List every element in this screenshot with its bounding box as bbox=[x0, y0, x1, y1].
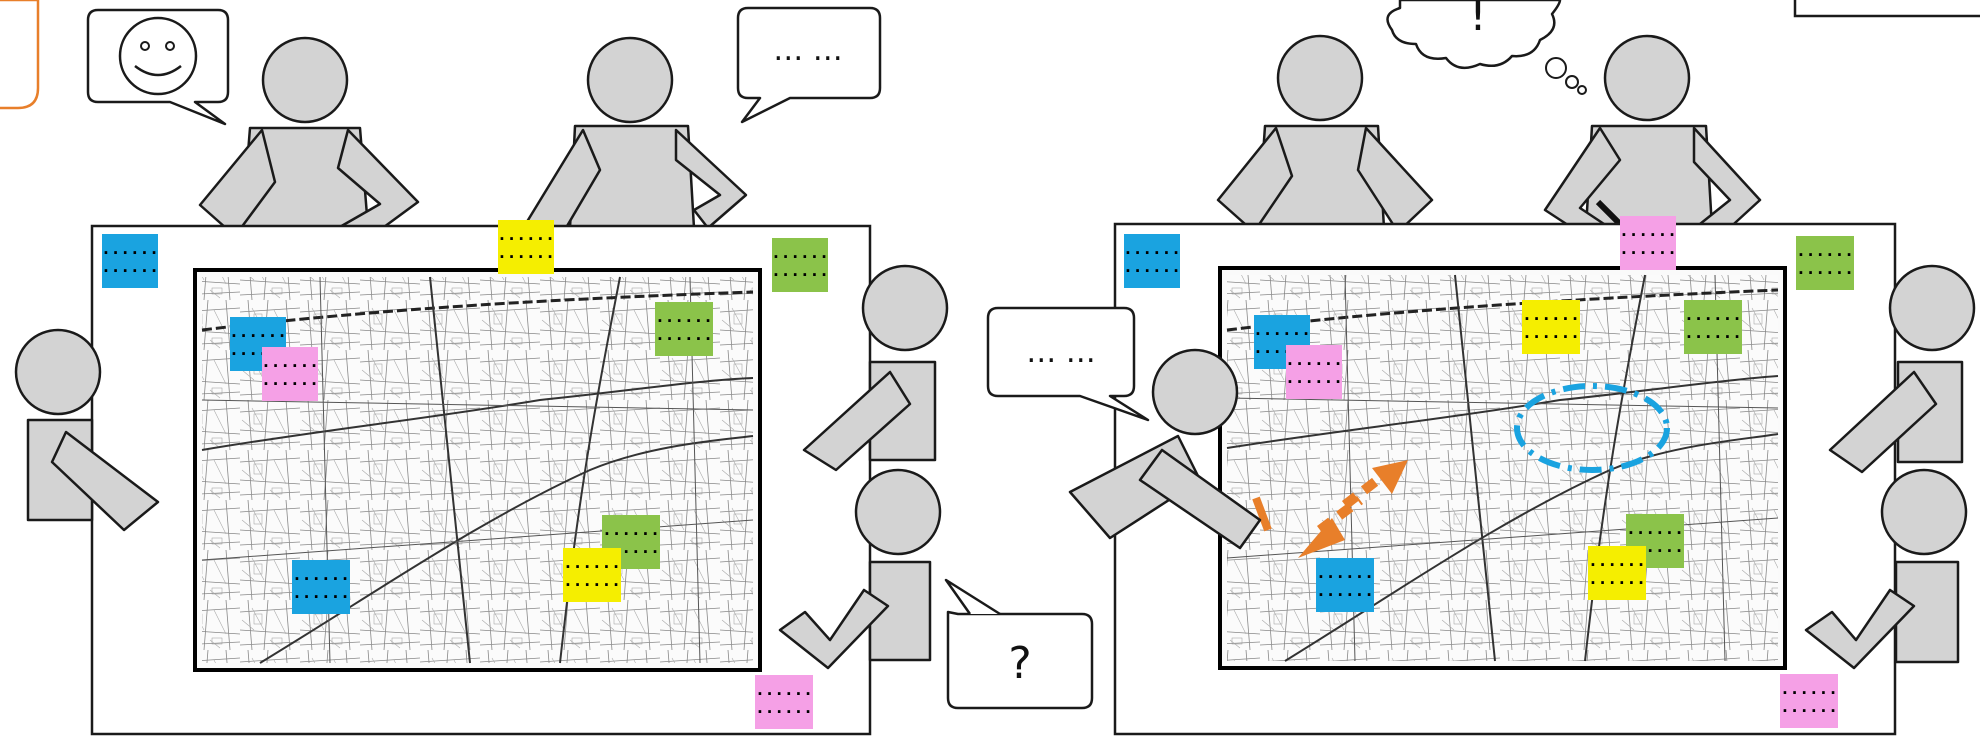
svg-text:······: ······ bbox=[1684, 327, 1742, 346]
svg-text:······: ······ bbox=[1285, 354, 1343, 373]
svg-text:······: ······ bbox=[1780, 701, 1838, 720]
person-top-left bbox=[1216, 34, 1434, 234]
svg-text:······: ······ bbox=[1285, 372, 1343, 391]
sticky-note-blue: ······ ······ bbox=[1316, 558, 1374, 612]
sticky-note-pink: ······ ······ bbox=[1780, 674, 1838, 728]
svg-text:······: ······ bbox=[229, 326, 287, 345]
svg-text:······: ······ bbox=[497, 247, 555, 266]
sticky-note-pink: ······ ······ bbox=[755, 675, 813, 729]
svg-text:······: ······ bbox=[261, 374, 319, 393]
speech-bubble-dots-left: … … bbox=[986, 306, 1150, 422]
sticky-note-pink: ······ ······ bbox=[1619, 216, 1677, 270]
bubble-text-dots: … … bbox=[773, 33, 843, 68]
person-right-upper bbox=[802, 264, 949, 472]
sticky-note-yellow: ······ ······ bbox=[497, 220, 555, 274]
svg-text:······: ······ bbox=[655, 329, 713, 348]
person-right-lower bbox=[1804, 468, 1968, 670]
sticky-note-pink: ······ ······ bbox=[1285, 345, 1343, 399]
thought-bubble: ! bbox=[1386, 0, 1587, 95]
sticky-note-blue: ······ ······ bbox=[292, 560, 350, 614]
sticky-note-yellow: ······ ······ bbox=[1588, 546, 1646, 600]
svg-text:······: ······ bbox=[563, 557, 621, 576]
person-left-pointing bbox=[1068, 348, 1262, 550]
svg-text:······: ······ bbox=[1588, 555, 1646, 574]
sticky-notes-panel-2: ······ ······ ······ ······ ······ ·····… bbox=[1123, 216, 1854, 728]
svg-text:······: ······ bbox=[1796, 245, 1854, 264]
svg-text:······: ······ bbox=[292, 587, 350, 606]
svg-text:······: ······ bbox=[563, 575, 621, 594]
svg-text:······: ······ bbox=[1619, 243, 1677, 262]
person-right-upper bbox=[1828, 264, 1976, 474]
panel-after: ! bbox=[986, 0, 1976, 736]
person-top-right bbox=[1543, 34, 1762, 248]
bubble-text-exclaim: ! bbox=[1469, 0, 1487, 41]
orange-frame-edge bbox=[0, 0, 40, 110]
svg-text:······: ······ bbox=[771, 247, 829, 266]
svg-text:······: ······ bbox=[755, 684, 813, 703]
svg-text:······: ······ bbox=[1626, 523, 1684, 542]
sticky-note-pink: ······ ······ bbox=[261, 347, 319, 401]
svg-text:······: ······ bbox=[1522, 327, 1580, 346]
sticky-note-green: ······ ······ bbox=[1796, 236, 1854, 290]
arrow-head-up bbox=[1372, 460, 1408, 494]
sticky-note-blue: ······ ······ bbox=[101, 234, 159, 288]
city-map-1 bbox=[193, 268, 762, 672]
panel-before: ······ ······ ······ ······ ······ ·····… bbox=[14, 6, 1094, 736]
svg-text:······: ······ bbox=[1796, 263, 1854, 282]
sticky-note-blue: ······ ······ bbox=[1123, 234, 1181, 288]
svg-text:······: ······ bbox=[1316, 585, 1374, 604]
bubble-text-question: ? bbox=[1008, 638, 1031, 689]
svg-text:······: ······ bbox=[1684, 309, 1742, 328]
svg-text:······: ······ bbox=[292, 569, 350, 588]
smiley-icon bbox=[118, 16, 198, 96]
svg-text:······: ······ bbox=[1123, 243, 1181, 262]
speech-bubble-question: ? bbox=[944, 578, 1094, 710]
person-right-lower bbox=[778, 468, 942, 670]
sticky-note-green: ······ ······ bbox=[771, 238, 829, 292]
sticky-note-green: ······ ······ bbox=[602, 515, 660, 569]
svg-text:······: ······ bbox=[1588, 573, 1646, 592]
svg-text:······: ······ bbox=[497, 229, 555, 248]
svg-text:······: ······ bbox=[655, 311, 713, 330]
svg-text:······: ······ bbox=[1619, 225, 1677, 244]
bubble-text-dots: … … bbox=[1026, 335, 1096, 370]
svg-text:······: ······ bbox=[755, 702, 813, 721]
svg-text:······: ······ bbox=[602, 524, 660, 543]
sticky-note-yellow: ······ ······ bbox=[563, 548, 621, 602]
svg-text:······: ······ bbox=[1522, 309, 1580, 328]
svg-text:······: ······ bbox=[1123, 261, 1181, 280]
svg-text:······: ······ bbox=[1780, 683, 1838, 702]
svg-text:······: ······ bbox=[261, 356, 319, 375]
arrow-head-down bbox=[1298, 518, 1345, 558]
corner-box-edge bbox=[1793, 0, 1980, 18]
svg-text:······: ······ bbox=[1316, 567, 1374, 586]
svg-text:······: ······ bbox=[1253, 324, 1311, 343]
person-left bbox=[14, 328, 160, 532]
speech-bubble-dots-top: … … bbox=[736, 6, 882, 124]
sticky-notes-panel-1: ······ ······ ······ ······ ······ ·····… bbox=[101, 220, 829, 729]
person-top-right bbox=[523, 36, 748, 240]
svg-text:······: ······ bbox=[101, 243, 159, 262]
svg-text:······: ······ bbox=[101, 261, 159, 280]
route-arrows bbox=[1252, 460, 1408, 558]
sticky-note-green: ······ ······ bbox=[655, 302, 713, 356]
sticky-note-yellow: ······ ······ bbox=[1522, 300, 1580, 354]
svg-text:······: ······ bbox=[771, 265, 829, 284]
speech-bubble-smile bbox=[86, 8, 230, 126]
sticky-note-green: ······ ······ bbox=[1684, 300, 1742, 354]
highlight-loop bbox=[1514, 383, 1670, 473]
person-top-left bbox=[198, 36, 420, 254]
